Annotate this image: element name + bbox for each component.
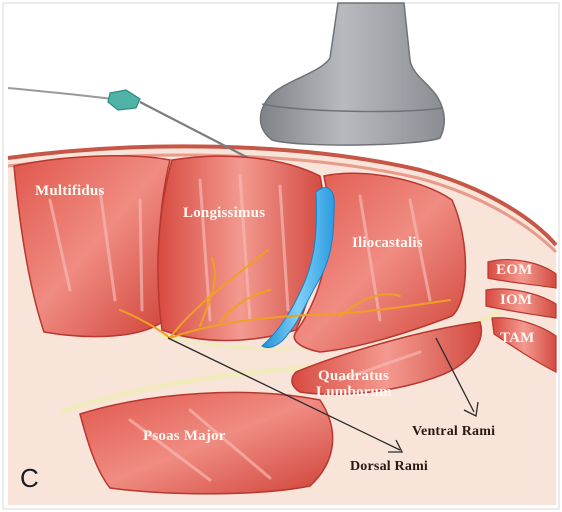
panel-letter: C [20,464,39,492]
label-iliocastalis: Iliocastalis [352,235,423,252]
label-lumborum: Lumborum [316,384,392,401]
label-tam: TAM [500,330,534,347]
label-dorsal-rami: Dorsal Rami [350,458,428,475]
label-iom: IOM [500,292,532,309]
label-ventral-rami: Ventral Rami [412,423,495,440]
label-multifidus: Multifidus [35,183,105,200]
label-quadratus: Quadratus [318,368,389,385]
label-eom: EOM [496,262,532,279]
label-longissimus: Longissimus [183,205,265,222]
label-psoas-major: Psoas Major [143,428,226,445]
